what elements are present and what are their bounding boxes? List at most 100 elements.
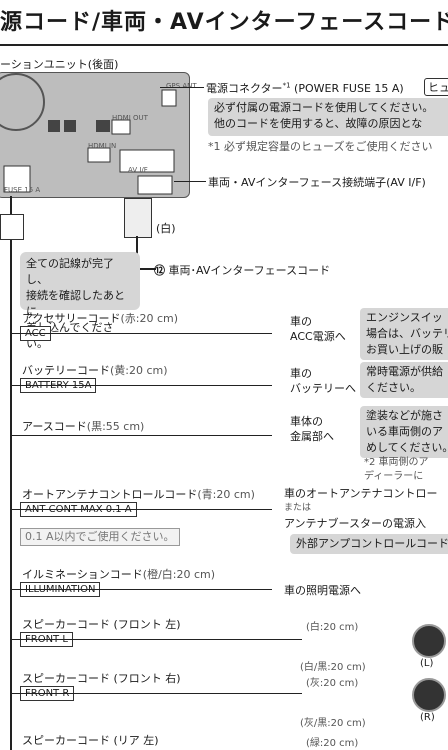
av-terminal-label: 車両・AVインターフェース接続端子(AV I/F) — [208, 176, 426, 189]
acc-c1: エンジンスイッ — [366, 311, 443, 324]
note-line1: 全ての記線が完了し、 — [26, 257, 114, 286]
fm-am-port — [137, 175, 173, 195]
vent-circle — [0, 73, 45, 131]
title-rule — [0, 44, 448, 46]
hdmi-out-port — [111, 119, 131, 135]
power-port — [3, 165, 31, 193]
cord-earth-callout: 塗装などが施さいる車両側のアめしてください。 — [360, 406, 448, 458]
spk-fl-plus: (白:20 cm) — [306, 622, 359, 633]
spk-fr-wire — [12, 693, 302, 694]
cord-earth-dest2: 金属部へ — [290, 430, 334, 443]
cord-ant-dest: 車のオートアンテナコントローまたはアンテナブースターの電源入 — [284, 486, 438, 531]
av-cable-bend — [136, 268, 156, 270]
cord-acc-spec: (赤:20 cm) — [120, 312, 178, 325]
ant-c1: 外部アンプコントロールコードと — [296, 537, 448, 550]
cord-earth-title: アースコード — [22, 420, 87, 433]
cord-battery-title: バッテリーコード — [22, 364, 110, 377]
unit-label: ーションユニット(後面) — [0, 58, 119, 71]
cord-battery-name: バッテリーコード(黄:20 cm) — [22, 362, 168, 378]
power-callout-line2: 他のコードを使用すると、故障の原因とな — [214, 117, 423, 130]
spk-fr-side: (R) — [420, 712, 435, 723]
power-footnote: *1 必ず規定容量のヒューズをご使用ください — [208, 140, 433, 153]
av-cord-label: ⑫ 車両･AVインターフェースコード — [154, 262, 330, 278]
spk-rl-plus: (緑:20 cm) — [306, 738, 359, 749]
unit-rear-illustration — [0, 73, 177, 195]
power-connector-label: 電源コネクター*1 (POWER FUSE 15 A) — [206, 80, 404, 96]
cord-earth-name: アースコード(黒:55 cm) — [22, 418, 144, 434]
cord-battery-callout: 常時電源が供給ください。 — [360, 362, 448, 398]
port-a — [48, 120, 60, 132]
fuse-mark: FUSE 15 A — [4, 186, 41, 194]
cord-acc-dest2: ACC電源へ — [290, 330, 346, 343]
spk-fl-name: スピーカーコード (フロント 左) — [22, 618, 181, 631]
spk-fr-name: スピーカーコード (フロント 右) — [22, 672, 181, 685]
cord-battery-spec: (黄:20 cm) — [110, 364, 168, 377]
earth-c1: 塗装などが施さ — [366, 409, 443, 422]
av-if-mark: AV I/F — [128, 166, 148, 174]
cord-earth-dest1: 車体の — [290, 415, 323, 428]
acc-c3: お買い上げの販 — [366, 343, 443, 356]
av-cord-number: ⑫ — [154, 264, 165, 277]
cord-acc-dest: 車の ACC電源へ — [290, 314, 346, 344]
cord-ant-warning: 0.1 A以内でご使用ください。 — [20, 528, 180, 546]
cord-illum-spec: (橙/白:20 cm) — [142, 568, 216, 581]
cord-battery-wire — [12, 385, 272, 386]
earth-f1: *2 車両側のア — [364, 457, 429, 468]
cord-acc-title: アクセサリーコード — [22, 312, 121, 325]
power-callout: 必ず付属の電源コードを使用してください。 他のコードを使用すると、故障の原因とな — [208, 98, 448, 136]
spk-fr-plus: (灰:20 cm) — [306, 678, 359, 689]
cord-illum-title: イルミネーションコード — [22, 568, 143, 581]
av-cord-name: 車両･AVインターフェースコード — [168, 264, 331, 277]
cord-battery-dest1: 車の — [290, 367, 312, 380]
spk-fl-wire — [12, 639, 302, 640]
power-leader — [160, 87, 204, 88]
gps-mark: GPS ANT — [166, 82, 197, 90]
cord-acc-dest1: 車の — [290, 315, 312, 328]
cord-ant-title: オートアンテナコントロールコード — [22, 488, 198, 501]
page-title: 源コード/車両・AVインターフェースコード — [0, 10, 448, 35]
acc-c2: 場合は、バッテリ — [366, 327, 448, 340]
cord-acc-callout: エンジンスイッ場合は、バッテリお買い上げの販 — [360, 308, 448, 360]
power-tag: ヒュ — [424, 78, 448, 96]
fuse-text: (POWER FUSE 15 A) — [294, 82, 404, 95]
cord-earth-footnote: *2 車両側のアディーラーに — [364, 456, 429, 484]
cord-battery-dest2: バッテリーへ — [290, 382, 356, 395]
cord-acc-wire — [12, 333, 272, 334]
cord-earth-dest: 車体の金属部へ — [290, 414, 334, 444]
cord-acc-name: アクセサリーコード(赤:20 cm) — [22, 310, 178, 326]
hdmi-in-port — [87, 147, 111, 163]
power-callout-line1: 必ず付属の電源コードを使用してください。 — [214, 101, 434, 114]
cord-illum-wire — [12, 589, 272, 590]
spk-rl-name: スピーカーコード (リア 左) — [22, 734, 159, 747]
note-mark: *1 — [282, 81, 291, 90]
ant-dest2: または — [284, 503, 312, 513]
spk-fl-side: (L) — [420, 658, 434, 669]
port-b — [64, 120, 76, 132]
cord-ant-wire — [12, 509, 272, 510]
note-line2: 接続を確認したあとに — [26, 289, 125, 318]
power-connector-name: 電源コネクター — [206, 82, 283, 95]
av-if-port — [119, 149, 175, 173]
hdmi-in-mark: HDMI IN — [88, 142, 117, 150]
hdmi-out-mark: HDMI OUT — [112, 114, 148, 122]
gps-port — [161, 89, 177, 107]
cord-ant-spec: (青:20 cm) — [197, 488, 255, 501]
spk-fl-minus: (白/黒:20 cm) — [300, 662, 366, 673]
cord-ant-callout: 外部アンプコントロールコードと — [290, 534, 448, 554]
harness-trunk — [10, 196, 12, 750]
cord-earth-spec: (黒:55 cm) — [86, 420, 145, 433]
cord-earth-wire — [12, 435, 272, 436]
spk-fl-icon — [412, 624, 446, 658]
bat-c2: ください。 — [366, 381, 421, 394]
earth-c2: いる車両側のア — [366, 425, 443, 438]
note-box: 全ての記線が完了し、 接続を確認したあとに 差し込んでください。 — [20, 252, 140, 350]
ant-dest3: アンテナブースターの電源入 — [284, 517, 427, 530]
av-leader — [174, 181, 206, 182]
cord-illum-name: イルミネーションコード(橙/白:20 cm) — [22, 566, 215, 582]
earth-c3: めしてください。 — [366, 441, 448, 454]
cord-ant-name: オートアンテナコントロールコード(青:20 cm) — [22, 486, 255, 502]
spk-fr-minus: (灰/黒:20 cm) — [300, 718, 366, 729]
bat-c1: 常時電源が供給 — [366, 365, 443, 378]
ant-dest1: 車のオートアンテナコントロー — [284, 487, 438, 500]
av-plug — [124, 198, 152, 238]
